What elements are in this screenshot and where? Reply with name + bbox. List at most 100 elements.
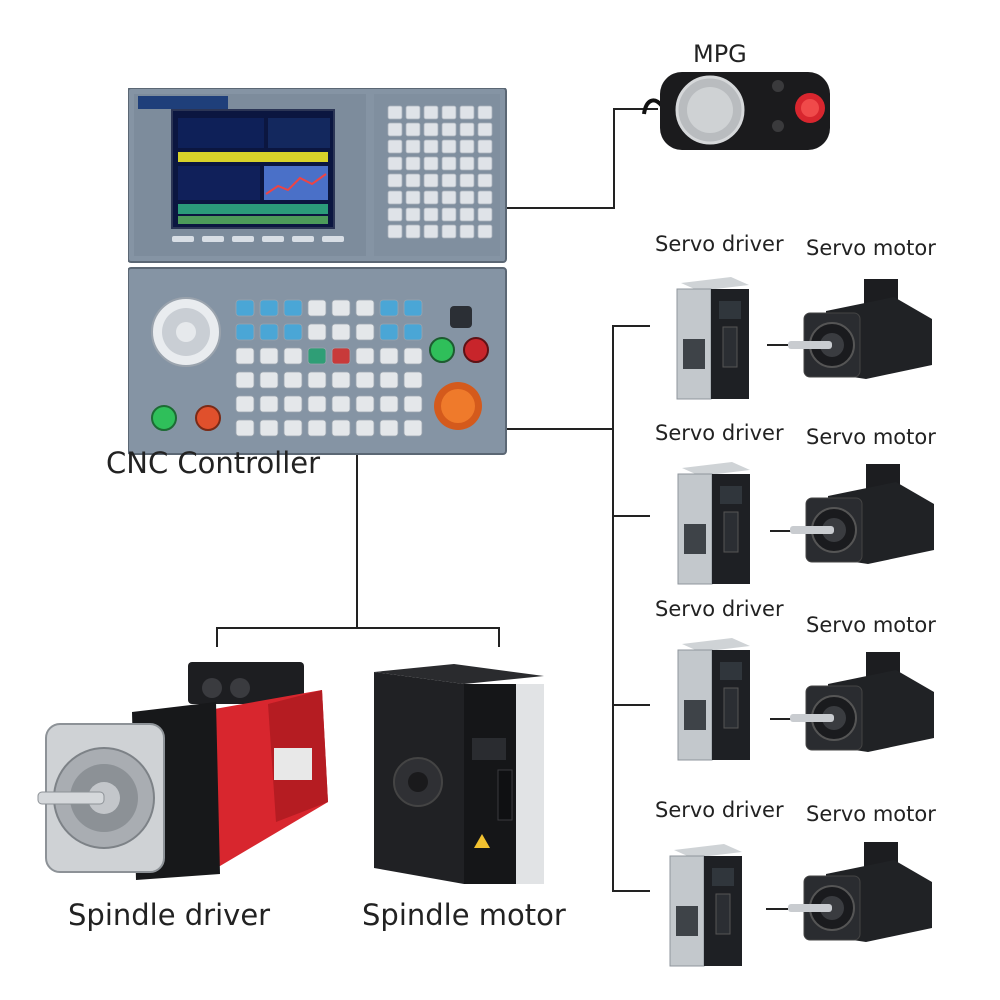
wire-servo-tap-1: [612, 325, 650, 327]
servo-motor-label-3: Servo motor: [806, 613, 936, 637]
operation-key: [283, 371, 303, 389]
mpg-label: MPG: [693, 40, 747, 68]
servo-motor-3: [790, 652, 934, 752]
servo-motor-label-4: Servo motor: [806, 802, 936, 826]
operation-key: [379, 419, 399, 437]
operation-key: [331, 323, 351, 341]
keypad-key: [441, 224, 457, 239]
keypad-key: [405, 156, 421, 171]
operation-key: [259, 323, 279, 341]
operation-key: [379, 323, 399, 341]
keypad-key: [459, 156, 475, 171]
operation-key: [331, 371, 351, 389]
operation-key: [355, 347, 375, 365]
servo-motor-label-2: Servo motor: [806, 425, 936, 449]
operation-key: [307, 347, 327, 365]
keypad-key: [423, 139, 439, 154]
operation-key: [379, 395, 399, 413]
operation-key: [403, 299, 423, 317]
servo-motor-2: [790, 464, 934, 564]
operation-key: [355, 419, 375, 437]
spindle-driver-caption: Spindle driver: [68, 898, 271, 932]
keypad-key: [387, 105, 403, 120]
operation-key: [379, 347, 399, 365]
keypad-key: [441, 190, 457, 205]
keypad-key: [387, 139, 403, 154]
operation-key: [307, 299, 327, 317]
wire-spindle-drop-right: [498, 627, 500, 647]
keypad-key: [405, 190, 421, 205]
operation-key: [235, 371, 255, 389]
wire-servo-tap-4: [612, 890, 650, 892]
operation-key: [355, 323, 375, 341]
operation-key: [403, 323, 423, 341]
wire-servo-tap-3: [612, 704, 650, 706]
servo-driver-3: [677, 638, 750, 761]
operation-key: [259, 419, 279, 437]
keypad-key: [423, 156, 439, 171]
operation-key: [355, 395, 375, 413]
operation-key: [235, 395, 255, 413]
keypad-key: [387, 207, 403, 222]
keypad-key: [405, 173, 421, 188]
wire-servo-link-3: [770, 718, 792, 720]
wire-servo-link-4: [766, 908, 788, 910]
servo-driver-label-1: Servo driver: [655, 232, 784, 256]
servo-motor-4: [788, 842, 932, 942]
keypad-key: [459, 139, 475, 154]
keypad-key: [477, 105, 493, 120]
wire-servo-bus: [612, 325, 614, 892]
cnc-controller-label: CNC Controller: [106, 446, 321, 480]
wire-servo-tap-2: [612, 515, 650, 517]
operation-key: [235, 347, 255, 365]
keypad-key: [387, 224, 403, 239]
servo-driver-label-3: Servo driver: [655, 597, 784, 621]
operation-key: [403, 395, 423, 413]
keypad-key: [441, 122, 457, 137]
wire-controller-to-mpg-h: [505, 207, 614, 209]
keypad-key: [423, 105, 439, 120]
keypad-key: [405, 139, 421, 154]
keypad-key: [387, 173, 403, 188]
mpg-pendant: [642, 72, 830, 150]
operation-key: [283, 347, 303, 365]
operation-key: [283, 395, 303, 413]
operation-key: [259, 371, 279, 389]
keypad-key: [405, 224, 421, 239]
keypad-key: [405, 122, 421, 137]
keypad-key: [423, 173, 439, 188]
keypad-key: [477, 190, 493, 205]
keypad-key: [423, 224, 439, 239]
wire-servo-link-2: [770, 530, 792, 532]
keypad-key: [459, 105, 475, 120]
servo-driver-label-2: Servo driver: [655, 421, 784, 445]
operation-key: [235, 299, 255, 317]
keypad-key: [459, 190, 475, 205]
operation-key: [331, 395, 351, 413]
wire-controller-to-servo-bus: [505, 428, 613, 430]
keypad-key: [441, 105, 457, 120]
operation-key: [307, 419, 327, 437]
operation-key: [235, 419, 255, 437]
servo-driver-label-4: Servo driver: [655, 798, 784, 822]
wire-controller-to-spindle-v: [356, 452, 358, 629]
keypad-key: [387, 190, 403, 205]
operation-key: [307, 395, 327, 413]
operation-key: [307, 323, 327, 341]
operation-key: [235, 323, 255, 341]
operation-key: [283, 419, 303, 437]
operation-key: [403, 419, 423, 437]
keypad-key: [387, 156, 403, 171]
operation-key: [403, 371, 423, 389]
wire-mpg-horizontal: [613, 108, 658, 110]
keypad-key: [477, 156, 493, 171]
servo-driver-2: [677, 462, 750, 585]
keypad-key: [477, 173, 493, 188]
servo-driver-1: [676, 277, 749, 400]
operation-key: [403, 347, 423, 365]
keypad-key: [441, 173, 457, 188]
keypad-key: [423, 190, 439, 205]
wire-mpg-vertical: [613, 108, 615, 209]
operation-key: [283, 299, 303, 317]
